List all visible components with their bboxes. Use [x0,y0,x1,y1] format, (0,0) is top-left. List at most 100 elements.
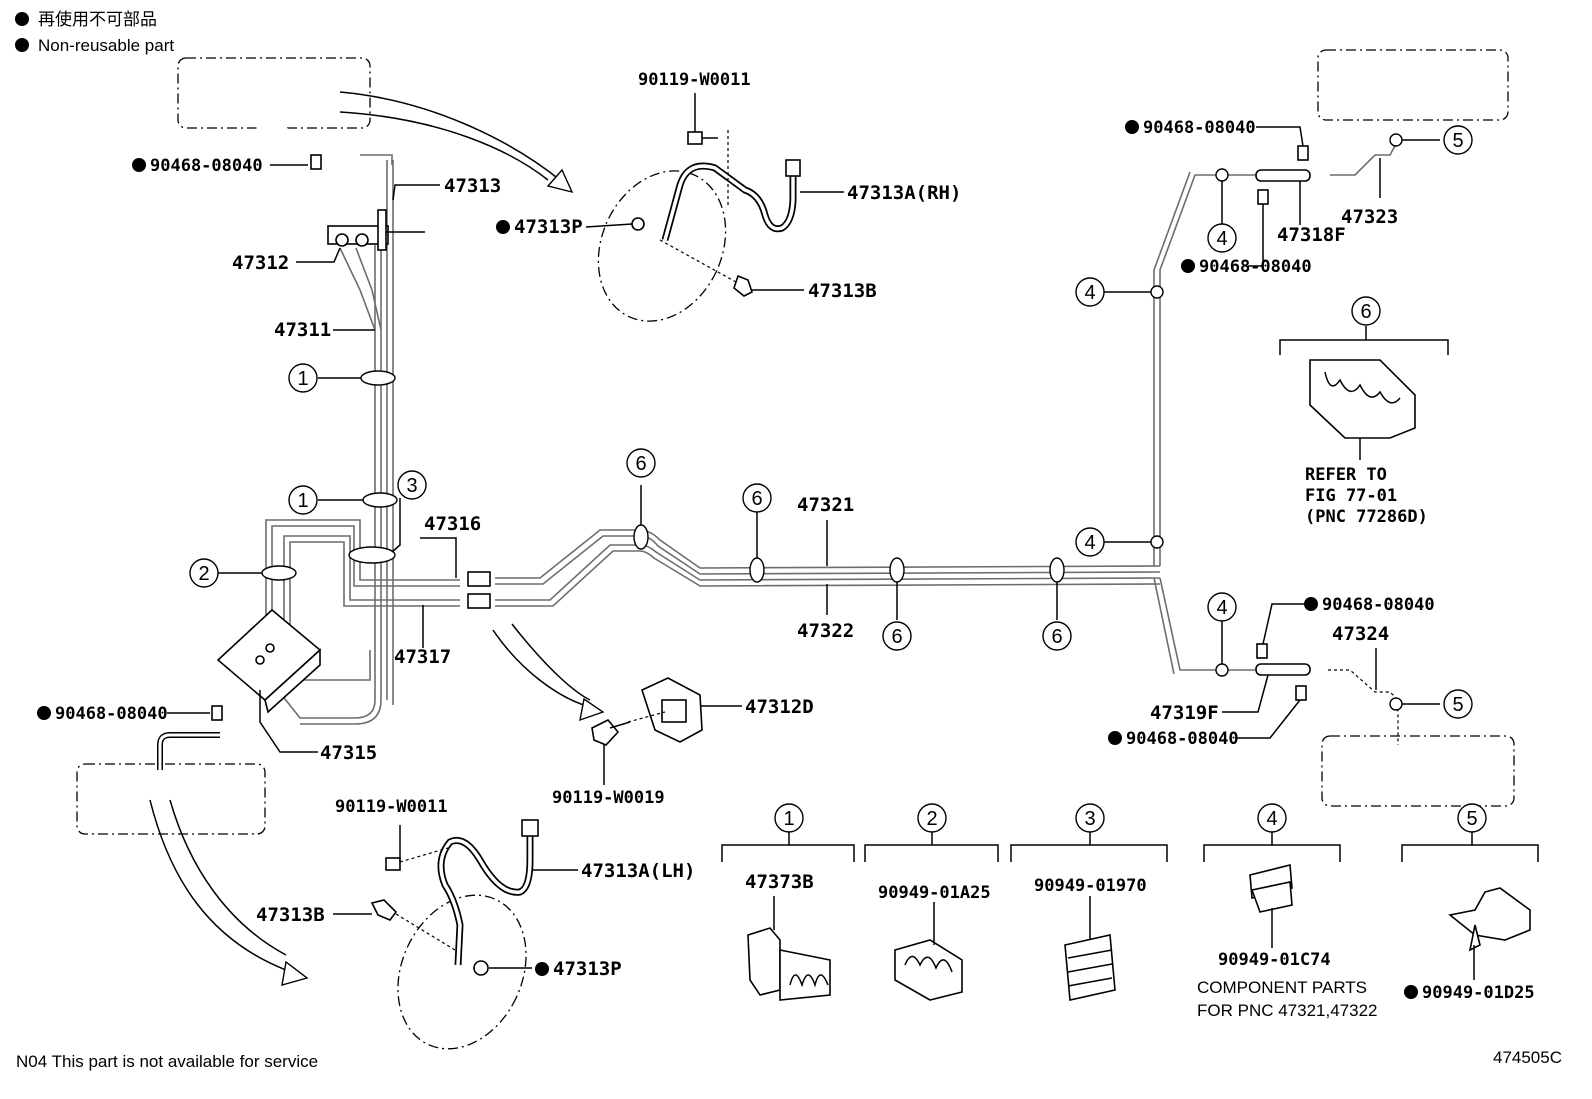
union-47317 [467,593,491,609]
leader [391,498,401,553]
part-label-90949-01a25: 90949-01A25 [878,883,991,903]
clamp-1-upper [360,370,396,386]
part-label-47324: 47324 [1332,623,1389,645]
leader [1256,126,1304,147]
part-label-90468: 90468-08040 [1143,118,1256,138]
direction-arrows [149,91,605,986]
clamp-slot [661,699,687,723]
clamp-6-slots [1324,371,1401,404]
pipe-47321 [495,529,1161,579]
leader [1262,603,1304,645]
callout-circles: 1 1 2 3 6 6 6 6 6 4 4 4 4 5 5 1 2 3 4 5 [189,125,1487,833]
clamp-1-lower [362,492,398,508]
valve-block-47315 [216,608,322,714]
leader-lines [167,93,1539,980]
clamp-sketch [779,949,831,1001]
union-47318f [1255,169,1311,182]
svg-text:1: 1 [783,808,794,830]
leader [296,247,341,263]
svg-text:4: 4 [1266,808,1277,830]
clip-90468 [211,705,223,721]
part-label-47315: 47315 [320,742,377,764]
pipe [1153,171,1191,566]
callout-5: 5 [1457,803,1487,833]
svg-text:3: 3 [406,475,417,497]
clip-90468 [1295,685,1307,701]
sketch-90949-01d25 [1448,887,1531,952]
bolt-47313b [733,274,753,297]
detail-oval-bottom [397,894,527,1050]
part-label-47321: 47321 [797,494,854,516]
clip-sketch [1468,924,1481,952]
clamp-3 [348,546,396,564]
leader [1248,204,1264,267]
callout-4: 4 [1075,277,1105,307]
pipe [1159,577,1255,671]
clip-5-bottom [1389,697,1403,711]
part-label-90119-w0011: 90119-W0011 [638,70,751,90]
leader-dot [399,847,449,863]
pipe [300,245,382,725]
non-reusable-dot [15,38,29,52]
bolt-shank [609,721,631,729]
part-label-47313p: 47313P [514,216,583,238]
clamp-sketch-slots [904,955,953,973]
arrow-curve [492,629,595,709]
callout-4: 4 [1075,527,1105,557]
hose-bottom-left [158,733,220,770]
part-label-47317: 47317 [394,646,451,668]
pipe [339,247,376,331]
sketch-90949-01970 [1064,934,1116,1001]
clamp-sketch [894,939,963,1001]
sketch-47373b [747,927,831,1001]
clamp-2 [261,565,297,581]
part-label-47313: 47313 [444,175,501,197]
ref-box-bottom-right [1321,735,1515,807]
brake-pipes [265,139,1399,745]
part-label-47312d: 47312D [745,696,814,718]
pipe [1153,577,1175,675]
callout-1: 1 [288,363,318,393]
arrowhead [579,697,605,722]
clamp-sketch-slots [1067,949,1113,987]
non-reusable-dot [1404,985,1418,999]
junction-block-47312 [327,209,425,251]
part-label-90468: 90468-08040 [1126,729,1239,749]
legend-jp: 再使用不可部品 [38,9,157,29]
leader-dot [659,239,737,283]
callout-3: 3 [397,470,427,500]
callout-4: 4 [1207,592,1237,622]
clip-90468 [1257,189,1269,205]
refer-line-2: FIG 77-01 [1305,486,1397,506]
callout-4: 4 [1257,803,1287,833]
callout-6: 6 [626,448,656,478]
pipe [265,519,460,620]
valve-port [255,655,265,665]
junction-port [335,233,349,247]
arrowhead [546,168,574,194]
component-parts-line-1: COMPONENT PARTS [1197,978,1367,997]
arrow-curve [339,111,549,181]
svg-text:4: 4 [1216,597,1227,619]
non-reusable-dot [535,962,549,976]
union-47319f [1255,663,1311,676]
svg-text:5: 5 [1452,694,1463,716]
svg-text:4: 4 [1084,282,1095,304]
part-label-90949-01970: 90949-01970 [1034,876,1147,896]
ref-box-top-left [177,57,371,129]
callout-5: 5 [1443,125,1473,155]
part-label-47373b: 47373B [745,871,814,893]
callout-1: 1 [774,803,804,833]
part-labels: 90468-08040 47313 47312 47311 47316 4731… [37,70,1535,1020]
leader [1236,699,1301,739]
clamp-6-d [1049,557,1065,583]
clip-4-d [1215,663,1229,677]
clip-sketch [1250,881,1293,913]
part-label-47318f: 47318F [1277,224,1346,246]
leader-dot [627,711,666,723]
pipe-47322 [495,550,1161,607]
clip-4-a [1150,285,1164,299]
footer: N04 This part is not available for servi… [16,1048,1562,1071]
washer-47313p [473,960,489,976]
